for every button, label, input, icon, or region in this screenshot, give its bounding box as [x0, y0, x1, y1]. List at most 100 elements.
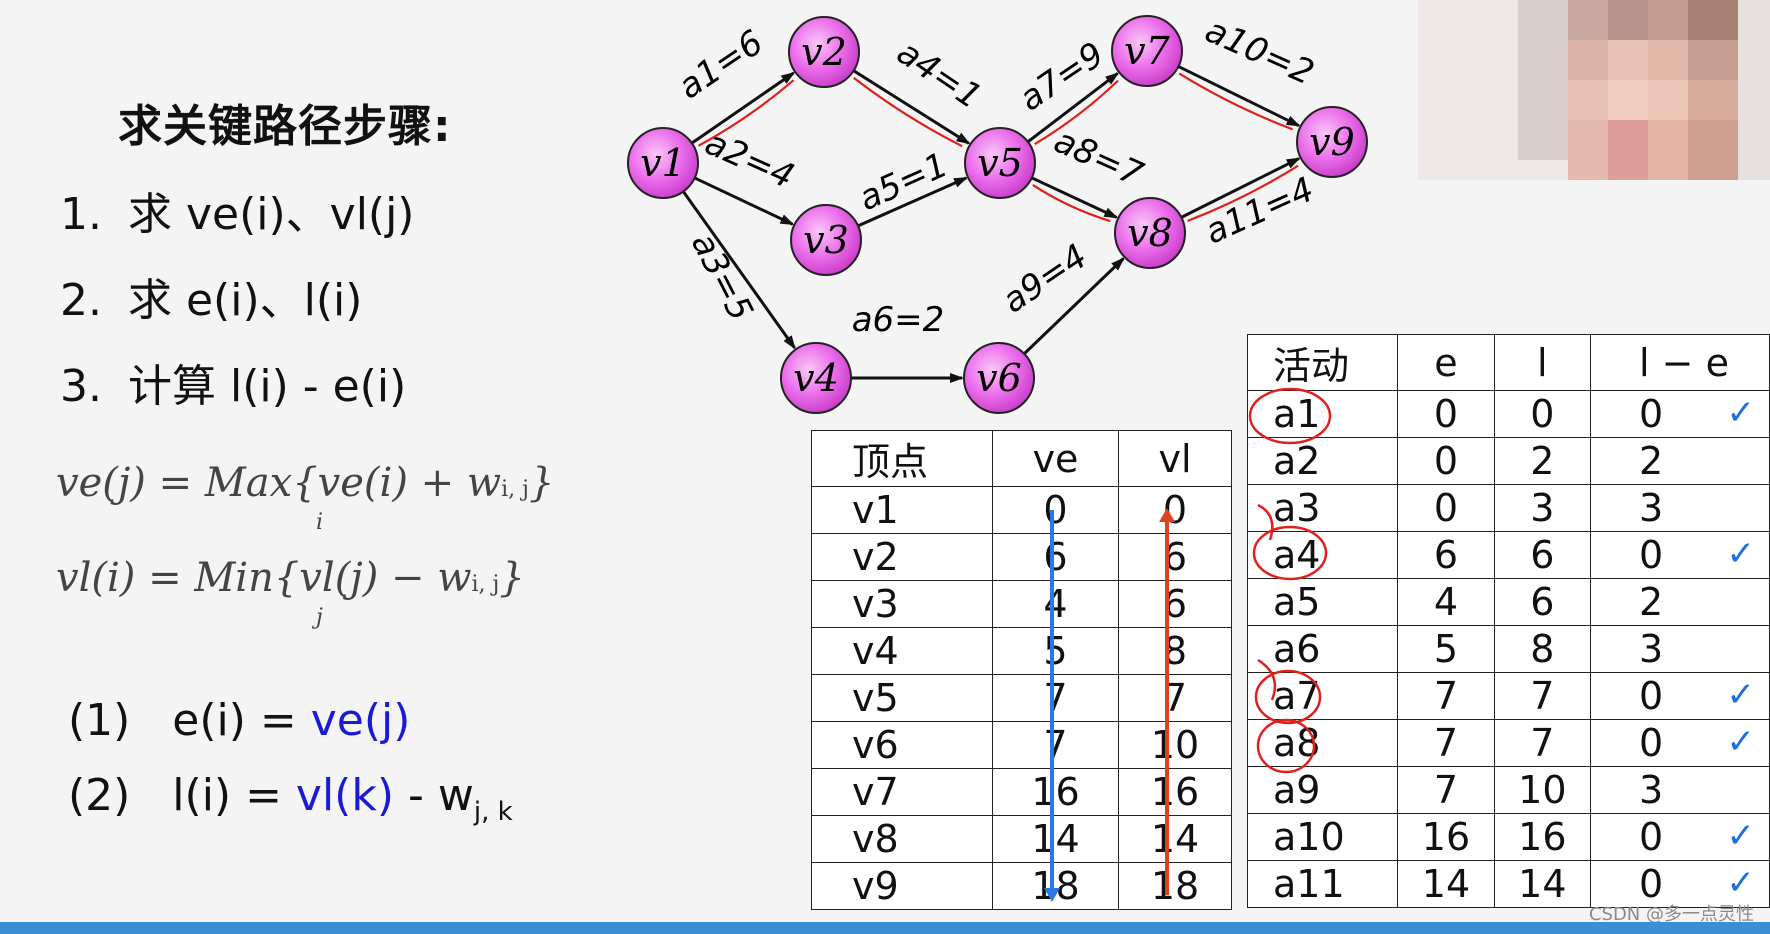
critical-path-mark [1187, 164, 1299, 222]
cell-value: a11 [1273, 862, 1345, 906]
cell-value: 0 [1639, 721, 1664, 765]
cell-value: 16 [1421, 815, 1471, 859]
node-v3: v3 [790, 204, 862, 276]
node-label: v6 [976, 356, 1022, 400]
table-cell: 14 [1118, 815, 1232, 863]
node-label: v7 [1124, 29, 1170, 73]
cell-value: 6 [1433, 533, 1459, 577]
node-v9: v9 [1296, 106, 1368, 178]
table-cell: 14 [1493, 860, 1592, 908]
cell-value: a3 [1273, 486, 1321, 530]
cell-value: a8 [1273, 721, 1321, 765]
table-cell: 16 [1118, 768, 1232, 816]
table-cell: 10 [1493, 766, 1592, 814]
table-cell: 18 [1118, 862, 1232, 910]
table-cell: 4 [992, 580, 1119, 628]
edge-v2-v5 [852, 69, 971, 145]
table-cell: v9 [811, 862, 993, 910]
edge-v7-v9 [1177, 65, 1301, 128]
check-icon: ✓ [1726, 816, 1756, 856]
edge-v1-v4 [682, 190, 796, 350]
table-cell: 0✓ [1590, 719, 1770, 767]
step-number: 2. [60, 275, 102, 326]
cell-value: 4 [1433, 580, 1459, 624]
edge-v5-v7 [1026, 72, 1120, 143]
table-row: a4 6 6 0✓ [1246, 531, 1770, 579]
step-number: 1. [60, 189, 102, 240]
table-cell: 6 [1493, 578, 1592, 626]
node-circle [1111, 15, 1183, 87]
header-cell: 活动 [1246, 334, 1399, 391]
table-cell: 0 [1397, 437, 1495, 485]
table-header-row: 活动 e l l − e [1246, 334, 1770, 391]
cell-value: 6 [1530, 533, 1555, 577]
node-v1: v1 [627, 127, 699, 199]
rule-right: ve(j) [310, 695, 411, 746]
edge-label: a8=7 [1048, 121, 1149, 195]
cell-value: 3 [1530, 486, 1555, 530]
step-1: 1.求 ve(i)、vl(j) [60, 178, 414, 242]
header-cell: ve [992, 430, 1119, 487]
header-cell: e [1397, 334, 1495, 391]
cell-value: a4 [1273, 533, 1321, 577]
cell-value: 10 [1518, 768, 1567, 812]
table-cell: 8 [1118, 627, 1232, 675]
table-cell: 0 [1493, 390, 1592, 438]
node-v5: v5 [964, 127, 1036, 199]
node-label: v5 [977, 141, 1023, 185]
cell-value: 14 [1421, 862, 1471, 906]
cell-value: 2 [1530, 439, 1555, 483]
critical-path-mark [697, 79, 795, 147]
table-cell: a3 [1246, 484, 1399, 532]
edge-v1-v3 [694, 176, 795, 226]
critical-path-mark [1032, 184, 1111, 223]
cell-value: 2 [1639, 439, 1664, 483]
table-cell: 7 [992, 674, 1119, 722]
step-text: 求 e(i)、l(i) [128, 275, 363, 326]
node-v2: v2 [788, 16, 860, 88]
cell-value: a7 [1273, 674, 1321, 718]
table-cell: 0 [1397, 390, 1495, 438]
cell-value: 14 [1518, 862, 1567, 906]
node-circle [780, 342, 852, 414]
node-v8: v8 [1114, 197, 1186, 269]
table-cell: 3 [1590, 484, 1770, 532]
edge-v6-v8 [1023, 257, 1125, 355]
cell-value: a10 [1273, 815, 1345, 859]
cell-value: 0 [1639, 862, 1664, 906]
table-cell: 0✓ [1590, 531, 1770, 579]
check-icon: ✓ [1726, 393, 1756, 433]
vl-formula-subscript: i, j [471, 572, 500, 597]
header-cell: l [1493, 334, 1592, 391]
cell-value: 2 [1639, 580, 1664, 624]
cell-value: 7 [1530, 674, 1555, 718]
table-cell: 7 [1493, 719, 1592, 767]
edge-v3-v5 [857, 176, 968, 228]
table-cell: a10 [1246, 813, 1399, 861]
table-cell: 0✓ [1590, 390, 1770, 438]
ve-formula-rhs: {ve(i) + w [292, 460, 502, 506]
check-icon: ✓ [1726, 534, 1756, 574]
table-cell: 10 [1118, 721, 1232, 769]
node-circle [627, 127, 699, 199]
table-cell: 5 [1397, 625, 1495, 673]
table-cell: 0✓ [1590, 813, 1770, 861]
table-cell: 3 [1493, 484, 1592, 532]
bottom-bar [0, 922, 1770, 934]
ve-formula-subscript: i, j [501, 477, 529, 502]
watermark: CSDN @多一点灵性 [1588, 904, 1754, 925]
edge-label: a7=9 [1012, 34, 1111, 119]
table-cell: a5 [1246, 578, 1399, 626]
cell-value: a9 [1273, 768, 1321, 812]
node-circle [963, 342, 1035, 414]
table-cell: 0 [1118, 486, 1232, 534]
